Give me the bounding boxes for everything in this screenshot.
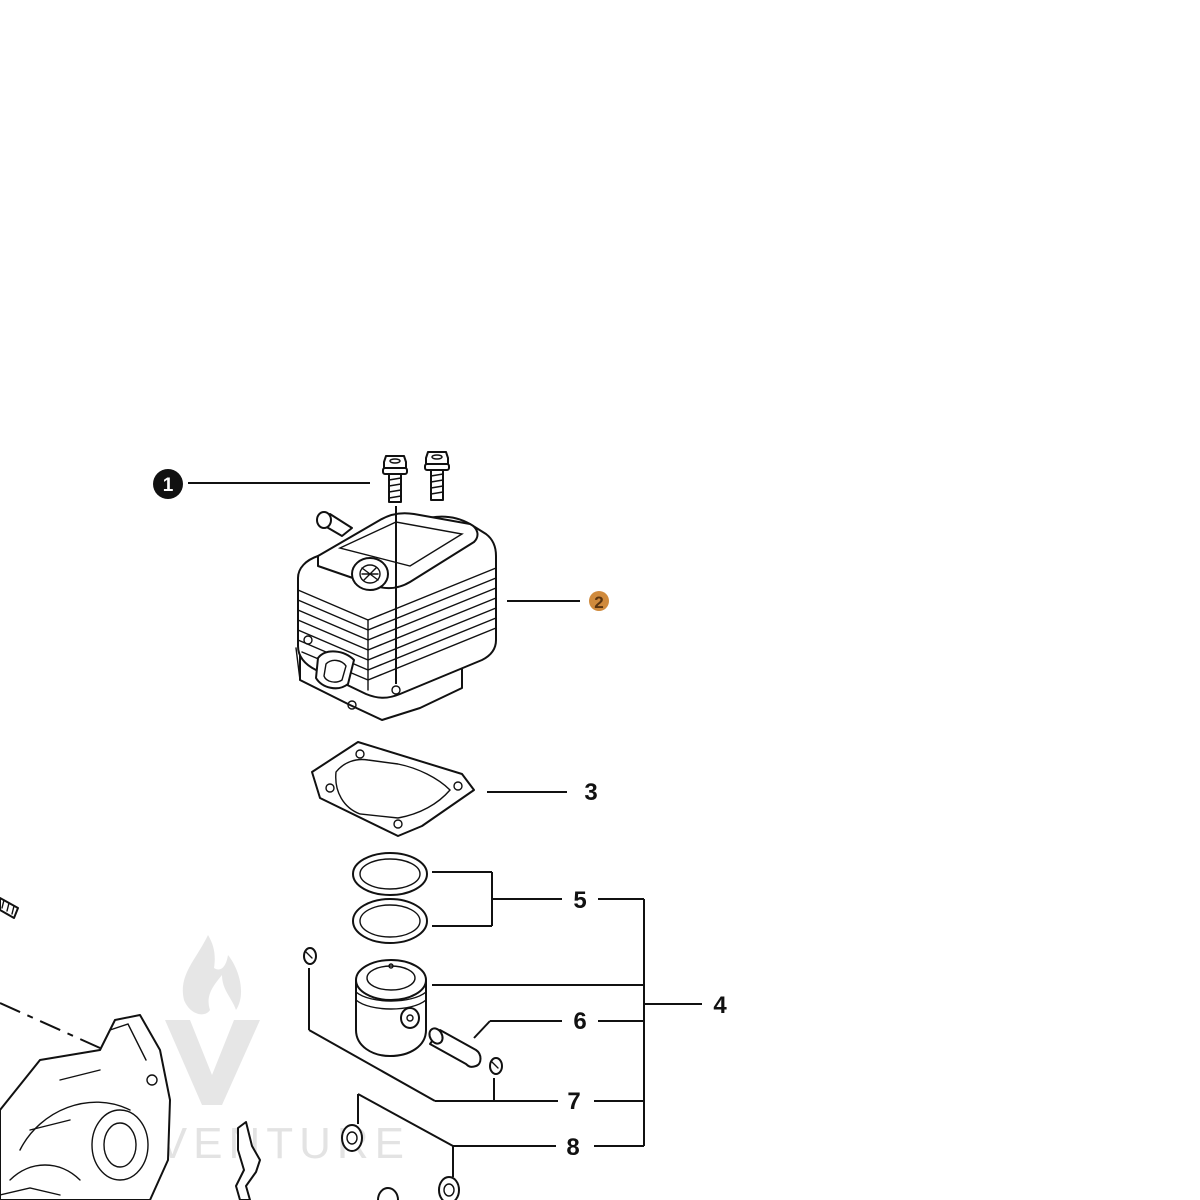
gasket-part-3	[311, 741, 475, 837]
washer-part-8-right	[438, 1176, 460, 1200]
leader-line-7	[308, 968, 558, 1102]
crankcase-center-line	[0, 1002, 101, 1049]
leader-line-8	[357, 1093, 556, 1177]
callout-label-5[interactable]: 5	[573, 887, 586, 914]
circlip-part-7-right	[489, 1057, 503, 1075]
leader-line-6	[473, 1020, 562, 1039]
piston-ring-bottom	[352, 898, 428, 944]
piston	[355, 959, 427, 1057]
piston-ring-top	[352, 852, 428, 896]
screw-part-1	[382, 455, 408, 503]
callout-label-3[interactable]: 3	[584, 779, 597, 806]
circlip-part-7-left	[303, 947, 317, 965]
gasket-fragment	[235, 1121, 261, 1200]
callout-label-8[interactable]: 8	[566, 1134, 579, 1161]
callout-badge-1[interactable]: 1	[153, 469, 183, 499]
washer-part-8-left	[341, 1124, 363, 1152]
callout-badge-2[interactable]: 2	[589, 591, 609, 612]
callout-badge-2-label: 2	[594, 593, 603, 612]
callout-badge-1-label: 1	[163, 475, 174, 496]
crankcase-partial	[0, 1014, 171, 1200]
callout-label-6[interactable]: 6	[573, 1008, 586, 1035]
callout-label-7[interactable]: 7	[567, 1088, 580, 1115]
callout-label-4[interactable]: 4	[713, 992, 727, 1019]
leader-bracket-4	[432, 898, 702, 1147]
piston-pin-part-6	[428, 1027, 482, 1068]
stud-bolt-partial	[0, 897, 19, 919]
leader-bracket-5	[432, 871, 562, 927]
bearing-partial	[377, 1187, 399, 1200]
screw-part-1-b	[424, 451, 450, 501]
